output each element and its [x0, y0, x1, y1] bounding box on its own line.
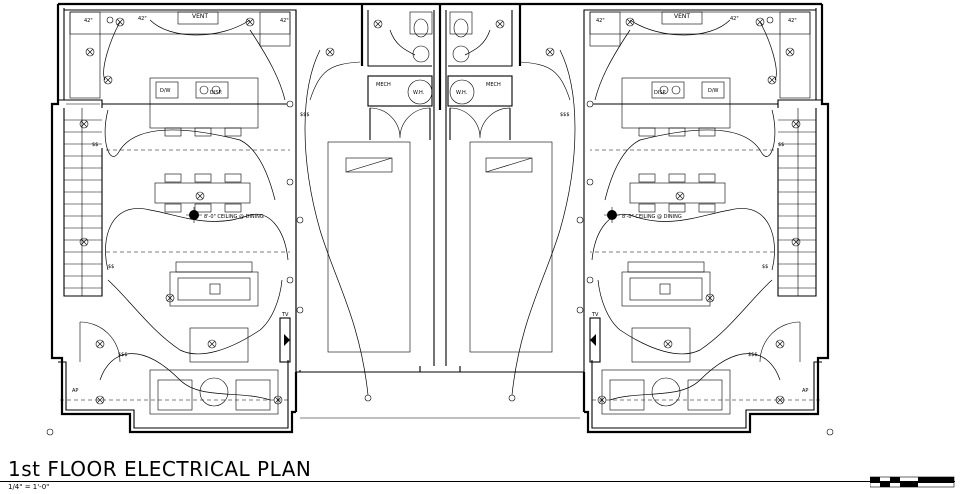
- outlet-height-label: 42": [84, 18, 93, 24]
- ceiling-light-icon: [165, 293, 175, 303]
- ceiling-light-icon: [785, 47, 795, 57]
- ceiling-light-icon: [767, 75, 777, 85]
- mech-label: MECH: [376, 82, 391, 88]
- ceiling-light-icon: [791, 119, 801, 129]
- vent-label: VENT: [674, 13, 690, 20]
- page-title: 1st FLOOR ELECTRICAL PLAN: [8, 457, 312, 481]
- ceiling-light-icon: [775, 339, 785, 349]
- outlet-height-label: 42": [788, 18, 797, 24]
- ceiling-light-icon: [95, 395, 105, 405]
- fixtures: $$$ $$$ $$$ $$$ $$ $$ $$ $$: [46, 16, 834, 436]
- svg-text:$$$: $$$: [118, 352, 128, 358]
- outlet-icon: [46, 16, 834, 436]
- switch-icon: $$$ $$$ $$$ $$$ $$ $$ $$ $$: [92, 112, 784, 358]
- left-unit: [50, 2, 362, 434]
- ceiling-light-icon: [115, 17, 125, 27]
- ceiling-light-icon: [663, 339, 673, 349]
- svg-text:$$$: $$$: [300, 112, 310, 118]
- dishwasher-label: D/W: [160, 88, 171, 94]
- scale-note: 1/4" = 1'-0": [8, 483, 50, 491]
- svg-text:$$$: $$$: [748, 352, 758, 358]
- ceiling-light-icon: [495, 19, 505, 29]
- ceiling-light-icon: [95, 339, 105, 349]
- ceiling-light-icon: [545, 47, 555, 57]
- tv-label: TV: [591, 312, 599, 318]
- ceiling-light-icon: [705, 293, 715, 303]
- water-heater-label: W.H.: [413, 90, 425, 96]
- disposal-label: DISP.: [654, 90, 667, 96]
- right-unit: [580, 2, 830, 434]
- tv-icon: [279, 317, 601, 363]
- ceiling-light-icon: [103, 75, 113, 85]
- svg-text:$$: $$: [108, 264, 114, 270]
- ceiling-light-icon: [755, 17, 765, 27]
- ceiling-light-icon: [373, 19, 383, 29]
- tv-label: TV: [281, 312, 289, 318]
- ceiling-note: 8'-0" CEILING @ DINING: [622, 214, 682, 220]
- water-heater-label: W.H.: [456, 90, 468, 96]
- dishwasher-label: D/W: [708, 88, 719, 94]
- ap-label: AP: [802, 388, 808, 394]
- ceiling-light-icon: [245, 17, 255, 27]
- outlet-height-label: 42": [138, 16, 147, 22]
- ceiling-light-icon: [79, 237, 89, 247]
- plan-labels: 42" 42" 42" 42" 42" 42" VENT VENT D/W D/…: [72, 13, 808, 394]
- ceiling-light-icon: [195, 191, 205, 201]
- chandelier-icon: [604, 207, 620, 223]
- outlet-height-label: 42": [280, 18, 289, 24]
- svg-text:$$$: $$$: [560, 112, 570, 118]
- mech-label: MECH: [486, 82, 501, 88]
- outlet-height-label: 42": [596, 18, 605, 24]
- ceiling-light-icon: [597, 395, 607, 405]
- ceiling-light-icon: [675, 191, 685, 201]
- ceiling-light-icon: [775, 395, 785, 405]
- ceiling-light-icon: [325, 47, 335, 57]
- svg-text:$$: $$: [92, 142, 98, 148]
- chandelier-icon: [186, 207, 202, 223]
- svg-text:$$: $$: [762, 264, 768, 270]
- ceiling-light-icon: [85, 47, 95, 57]
- scale-bar: [870, 476, 955, 488]
- center-garages: [294, 2, 600, 419]
- vent-label: VENT: [192, 13, 208, 20]
- ceiling-note: 8'-0" CEILING @ DINING: [204, 214, 264, 220]
- ceiling-light-icon: [79, 119, 89, 129]
- ap-label: AP: [72, 388, 78, 394]
- svg-text:$$: $$: [778, 142, 784, 148]
- circuit-wiring: [99, 19, 781, 401]
- ceiling-light-icon: [273, 395, 283, 405]
- ceiling-light-icon: [791, 237, 801, 247]
- ceiling-light-icon: [207, 339, 217, 349]
- ceiling-light-icon: [625, 17, 635, 27]
- disposal-label: DISP.: [210, 90, 223, 96]
- outlet-height-label: 42": [730, 16, 739, 22]
- title-underline: [0, 481, 955, 482]
